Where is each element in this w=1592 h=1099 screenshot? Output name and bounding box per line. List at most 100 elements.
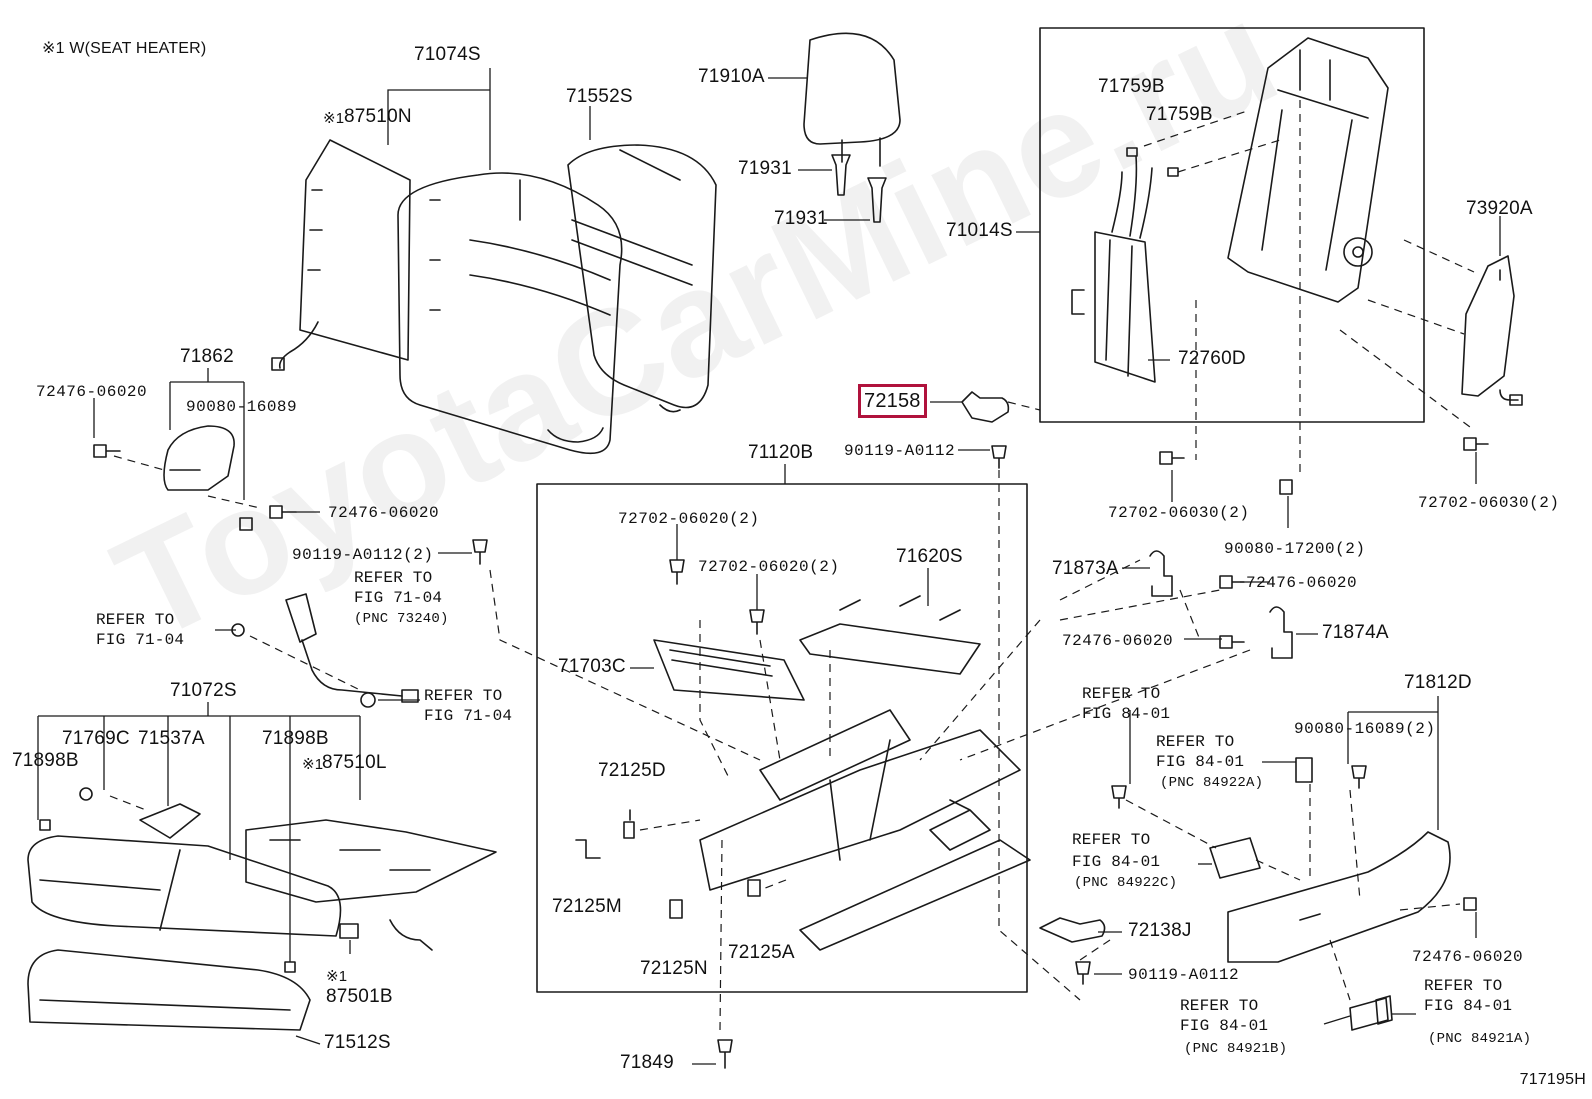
- refer-fig71-04-a-line1[interactable]: REFER TO: [354, 569, 433, 587]
- seat-cushion-cover: [27, 835, 342, 937]
- part-72476-06020-right-upper[interactable]: 72476-06020: [1246, 574, 1358, 592]
- part-87510N[interactable]: 87510N: [344, 106, 412, 127]
- part-71862[interactable]: 71862: [180, 346, 234, 367]
- cushion-heater-wire: [389, 919, 433, 951]
- refer-fig71-04-a-pnc: (PNC 73240): [354, 611, 449, 627]
- part-71812D[interactable]: 71812D: [1404, 672, 1472, 693]
- part-90119-A0112-2[interactable]: 90119-A0112(2): [292, 546, 434, 564]
- seat-cushion-pad: [27, 949, 311, 1031]
- part-73920A[interactable]: 73920A: [1466, 198, 1533, 219]
- seat-belt-buckle: [285, 593, 403, 697]
- refer-fig84-01-d-line2[interactable]: FIG 84-01: [1180, 1017, 1269, 1035]
- part-71769C[interactable]: 71769C: [62, 728, 130, 749]
- refer-fig71-04-b-line2[interactable]: FIG 71-04: [96, 631, 185, 649]
- part-71072S[interactable]: 71072S: [170, 680, 237, 701]
- lumbar-support: [1071, 231, 1156, 383]
- refer-fig84-01-c-line2[interactable]: FIG 84-01: [1072, 853, 1161, 871]
- side-shield-73920A: [1461, 255, 1515, 397]
- headrest-stays: [841, 137, 881, 167]
- part-72476-06020-upper-left[interactable]: 72476-06020: [36, 383, 148, 401]
- part-71537A[interactable]: 71537A: [138, 728, 205, 749]
- refer-fig71-04-a-line2[interactable]: FIG 71-04: [354, 589, 443, 607]
- seat-spring-71620S: [799, 595, 981, 675]
- part-72138J[interactable]: 72138J: [1128, 920, 1192, 941]
- lumbar-wires: [1111, 155, 1153, 239]
- part-71873A[interactable]: 71873A: [1052, 558, 1119, 579]
- clip-71898B-a: [39, 819, 51, 831]
- refer-fig84-01-e-line1[interactable]: REFER TO: [1424, 977, 1503, 995]
- part-90119-A0112-upper[interactable]: 90119-A0112: [844, 442, 956, 460]
- note-mark-87501B: ※1: [326, 968, 348, 985]
- refer-fig71-04-c-line1[interactable]: REFER TO: [424, 687, 503, 705]
- part-72702-06030-right[interactable]: 72702-06030(2): [1418, 494, 1560, 512]
- part-72125A[interactable]: 72125A: [728, 942, 795, 963]
- seat-track-rails: [699, 729, 1031, 951]
- leader-refer-84-01-d: [1323, 1015, 1351, 1025]
- part-72158-highlighted[interactable]: 72158: [858, 384, 927, 418]
- part-72125N[interactable]: 72125N: [640, 958, 708, 979]
- refer-fig84-01-d-line1[interactable]: REFER TO: [1180, 997, 1259, 1015]
- refer-fig84-01-b-line1[interactable]: REFER TO: [1156, 733, 1235, 751]
- part-71074S[interactable]: 71074S: [414, 44, 481, 65]
- part-90080-16089-2[interactable]: 90080-16089(2): [1294, 720, 1436, 738]
- knob-84921B: [1349, 997, 1389, 1031]
- seatback-cover: [397, 172, 623, 455]
- refer-fig84-01-a-line1[interactable]: REFER TO: [1082, 685, 1161, 703]
- refer-fig84-01-e-line2[interactable]: FIG 84-01: [1424, 997, 1513, 1015]
- part-72702-06030-left[interactable]: 72702-06030(2): [1108, 504, 1250, 522]
- clip-72125M: [575, 839, 601, 859]
- part-72125M[interactable]: 72125M: [552, 896, 622, 917]
- part-72476-06020-bracket[interactable]: 72476-06020: [328, 504, 440, 522]
- part-72476-06020-lower-right[interactable]: 72476-06020: [1412, 948, 1524, 966]
- part-71759B-left[interactable]: 71759B: [1098, 76, 1165, 97]
- part-71898B-mid[interactable]: 71898B: [262, 728, 329, 749]
- part-71512S[interactable]: 71512S: [324, 1032, 391, 1053]
- cushion-heater-87510L: [245, 819, 497, 903]
- part-71552S[interactable]: 71552S: [566, 86, 633, 107]
- part-71849[interactable]: 71849: [620, 1052, 674, 1073]
- seat-heater-note: ※1 W(SEAT HEATER): [42, 40, 207, 57]
- clip-71769C: [79, 787, 93, 801]
- heater-pad-wire: [278, 321, 319, 369]
- slide-tray-71703C: [653, 639, 805, 701]
- refer-fig84-01-b-line2[interactable]: FIG 84-01: [1156, 753, 1245, 771]
- part-71014S[interactable]: 71014S: [946, 220, 1013, 241]
- part-87501B[interactable]: 87501B: [326, 986, 393, 1007]
- part-90080-17200[interactable]: 90080-17200(2): [1224, 540, 1366, 558]
- refer-fig71-04-b-line1[interactable]: REFER TO: [96, 611, 175, 629]
- part-71931-upper[interactable]: 71931: [738, 158, 792, 179]
- part-71537A: [139, 803, 201, 839]
- clip-72125D: [623, 809, 635, 839]
- refer-fig84-01-a-line2[interactable]: FIG 84-01: [1082, 705, 1171, 723]
- knob-84921A: [1375, 995, 1393, 1025]
- leader-71072S: [37, 702, 361, 962]
- seatback-pad: [567, 144, 717, 413]
- part-71620S[interactable]: 71620S: [896, 546, 963, 567]
- part-71910A[interactable]: 71910A: [698, 66, 765, 87]
- part-90119-A0112-lower[interactable]: 90119-A0112: [1128, 966, 1240, 984]
- seat-track-group-box: [536, 483, 1028, 993]
- refer-fig84-01-b-pnc: (PNC 84922A): [1160, 775, 1264, 791]
- switch-84922C: [1209, 837, 1261, 879]
- lever-72138J: [1039, 917, 1106, 943]
- part-87510L[interactable]: 87510L: [322, 752, 387, 773]
- refer-fig71-04-c-line2[interactable]: FIG 71-04: [424, 707, 513, 725]
- part-71759B-right[interactable]: 71759B: [1146, 104, 1213, 125]
- part-72476-06020-right-mid[interactable]: 72476-06020: [1062, 632, 1174, 650]
- part-72760D[interactable]: 72760D: [1178, 348, 1246, 369]
- part-90080-16089[interactable]: 90080-16089: [186, 398, 298, 416]
- part-71874A[interactable]: 71874A: [1322, 622, 1389, 643]
- part-71898B-left[interactable]: 71898B: [12, 750, 79, 771]
- clip-71759B-b: [1167, 167, 1179, 177]
- heater-pad-connector: [271, 357, 285, 371]
- bolts: [93, 437, 1489, 1069]
- part-72125D[interactable]: 72125D: [598, 760, 666, 781]
- part-71931-lower[interactable]: 71931: [774, 208, 828, 229]
- part-71120B[interactable]: 71120B: [748, 442, 814, 463]
- part-71703C[interactable]: 71703C: [558, 656, 626, 677]
- refer-fig84-01-c-line1[interactable]: REFER TO: [1072, 831, 1151, 849]
- leader-71512S: [295, 1035, 321, 1045]
- part-72702-06020-b[interactable]: 72702-06020(2): [698, 558, 840, 576]
- part-72702-06020-a[interactable]: 72702-06020(2): [618, 510, 760, 528]
